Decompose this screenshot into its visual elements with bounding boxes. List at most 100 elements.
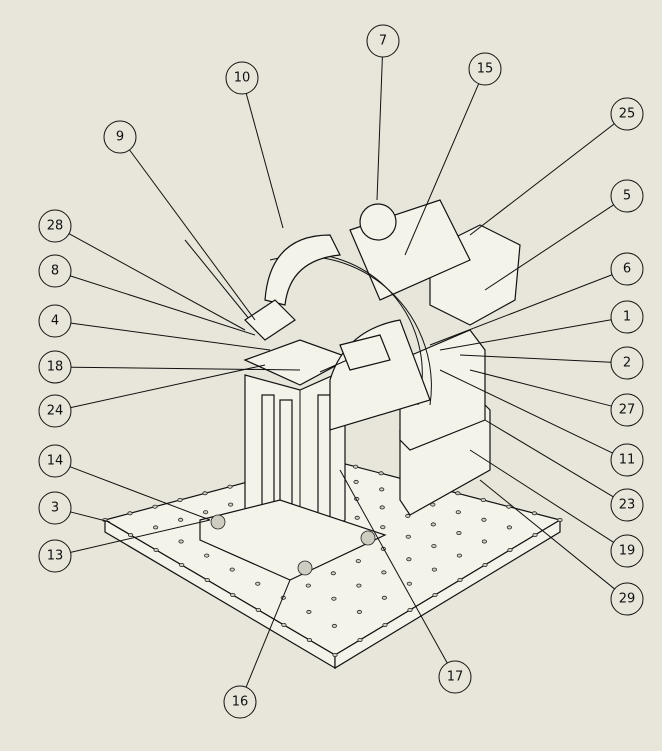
balloon-number: 7 <box>379 34 387 49</box>
leader-line <box>469 123 615 236</box>
mounting-hole <box>405 513 411 518</box>
balloon-circle <box>610 393 644 427</box>
mounting-hole <box>381 570 387 575</box>
mounting-hole <box>455 491 461 496</box>
mounting-hole <box>255 608 261 613</box>
mounting-hole <box>179 563 185 568</box>
leader-line <box>439 319 612 351</box>
balloon-circle <box>610 582 644 616</box>
mounting-hole <box>407 608 413 613</box>
mounting-hole <box>127 511 133 516</box>
leader-line <box>339 469 448 664</box>
balloon-10: 10 <box>225 61 284 229</box>
mounting-hole <box>178 539 184 544</box>
balloon-circle <box>468 52 502 86</box>
balloon-circle <box>103 120 137 154</box>
balloon-circle <box>38 444 72 478</box>
mounting-hole <box>532 533 538 538</box>
balloon-7: 7 <box>366 24 400 201</box>
mounting-hole <box>153 548 159 553</box>
balloon-circle <box>38 304 72 338</box>
mounting-hole <box>330 571 336 576</box>
gripper <box>244 299 296 341</box>
mounting-hole <box>455 510 461 515</box>
leader-line <box>70 275 256 336</box>
balloon-circle <box>38 254 72 288</box>
mounting-hole <box>306 609 312 614</box>
leader-line <box>484 419 614 498</box>
balloon-number: 15 <box>477 62 494 77</box>
leader-line <box>70 511 111 523</box>
balloon-27: 27 <box>469 369 644 427</box>
mounting-hole <box>202 491 208 496</box>
balloon-circle <box>610 346 644 380</box>
balloon-number: 1 <box>623 310 631 325</box>
balloon-16: 16 <box>223 579 291 719</box>
mounting-hole <box>456 531 462 536</box>
balloon-number: 6 <box>623 262 631 277</box>
balloon-number: 5 <box>623 189 631 204</box>
balloon-number: 10 <box>234 71 251 86</box>
mounting-hole <box>431 567 437 572</box>
leader-line <box>479 479 615 590</box>
balloon-18: 18 <box>38 350 301 384</box>
mounting-hole <box>557 518 563 523</box>
mounting-hole <box>331 596 337 601</box>
balloon-number: 14 <box>47 454 64 469</box>
mounting-hole <box>431 544 437 549</box>
balloon-circle <box>438 660 472 694</box>
balloon-6: 6 <box>429 252 644 346</box>
balloon-number: 28 <box>47 219 64 234</box>
balloon-8: 8 <box>38 254 256 336</box>
leader-line <box>129 149 256 321</box>
balloon-19: 19 <box>469 449 644 568</box>
mounting-hole <box>331 623 337 628</box>
mounting-hole <box>379 487 385 492</box>
balloon-23: 23 <box>484 419 644 522</box>
balloon-number: 17 <box>447 670 464 685</box>
balloon-circle <box>38 350 72 384</box>
mounting-hole <box>203 510 209 515</box>
mounting-hole <box>379 505 385 510</box>
leader-line <box>404 83 480 256</box>
mounting-hole <box>306 638 312 643</box>
leader-line <box>69 466 211 521</box>
mounting-hole <box>178 517 184 522</box>
mounting-hole <box>204 578 210 583</box>
balloon-circle <box>225 61 259 95</box>
pillar-slot <box>317 394 331 526</box>
balloon-number: 9 <box>116 130 124 145</box>
balloon-number: 8 <box>51 264 59 279</box>
mounting-hole <box>382 623 388 628</box>
balloon-number: 18 <box>47 360 64 375</box>
balloon-circle <box>38 539 72 573</box>
balloon-15: 15 <box>404 52 502 256</box>
mounting-hole <box>354 515 360 520</box>
mounting-hole <box>355 559 361 564</box>
balloon-number: 4 <box>51 314 59 329</box>
mounting-hole <box>506 525 512 530</box>
leader-line <box>469 449 614 543</box>
mounting-hole <box>481 517 487 522</box>
balloon-circle <box>38 491 72 525</box>
leader-line <box>70 366 301 371</box>
balloon-28: 28 <box>38 209 246 331</box>
balloon-1: 1 <box>439 300 644 351</box>
balloon-24: 24 <box>38 364 266 428</box>
mounting-hole <box>357 638 363 643</box>
balloon-14: 14 <box>38 444 211 521</box>
balloon-number: 29 <box>619 592 636 607</box>
leader-line <box>429 274 613 346</box>
leader-line <box>439 369 613 454</box>
balloon-4: 4 <box>38 304 271 351</box>
balloon-11: 11 <box>439 369 644 477</box>
balloon-circle <box>223 685 257 719</box>
mounting-hole <box>281 623 287 628</box>
balloon-circle <box>610 488 644 522</box>
mounting-hole <box>480 497 486 502</box>
leader-line <box>245 93 284 229</box>
balloon-circle <box>610 97 644 131</box>
leader-line <box>70 519 211 553</box>
balloon-number: 23 <box>619 498 636 513</box>
